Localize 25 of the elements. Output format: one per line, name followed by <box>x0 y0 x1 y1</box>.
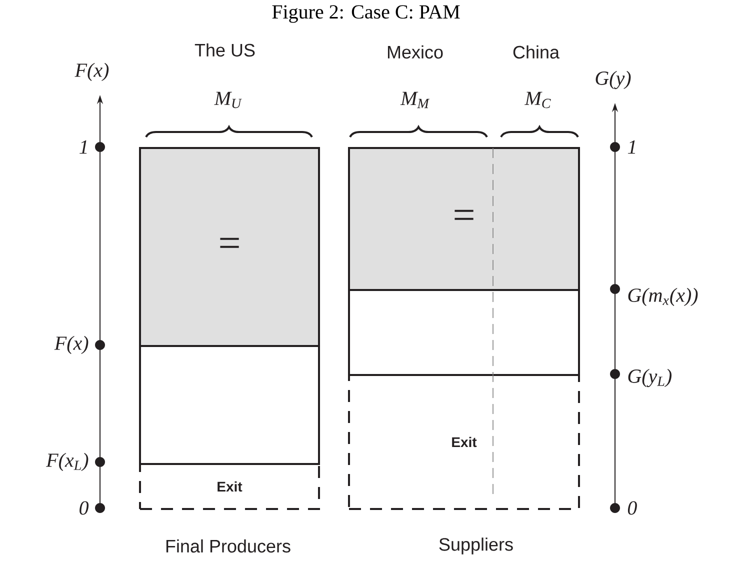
region-box <box>139 345 320 465</box>
tick-label: G(m$_{x}$(x)) <box>628 288 698 306</box>
tick-label: F(x) <box>54 336 88 354</box>
region-label: Mexico <box>388 45 443 59</box>
region-label: China <box>513 45 560 59</box>
axis-label: F(x) <box>74 62 109 82</box>
title: Figure 2: Case C: PAM <box>272 5 460 23</box>
mass-label: M$_{U}$ <box>214 92 242 108</box>
tick-label: F(x$_{L}$) <box>46 452 88 472</box>
tick-label: 1 <box>628 140 636 154</box>
exit-box: Exit <box>348 374 580 510</box>
shaded-region: = <box>348 147 580 291</box>
group-label: Suppliers <box>439 538 513 554</box>
shaded-region: = <box>139 147 320 347</box>
tick-label: G(y$_{L}$) <box>628 368 672 388</box>
region-box <box>348 289 580 376</box>
tick-label: 0 <box>80 501 89 515</box>
tick-label: 0 <box>628 501 637 515</box>
mass-label: M$_{M}$ <box>400 92 430 108</box>
region-label: The US <box>194 43 255 57</box>
exit-box: Exit <box>139 463 320 510</box>
mass-label: M$_{C}$ <box>524 92 551 108</box>
tick-label: 1 <box>80 140 87 154</box>
group-label: Final Producers <box>166 539 290 553</box>
axis-label: G(y) <box>596 70 631 90</box>
